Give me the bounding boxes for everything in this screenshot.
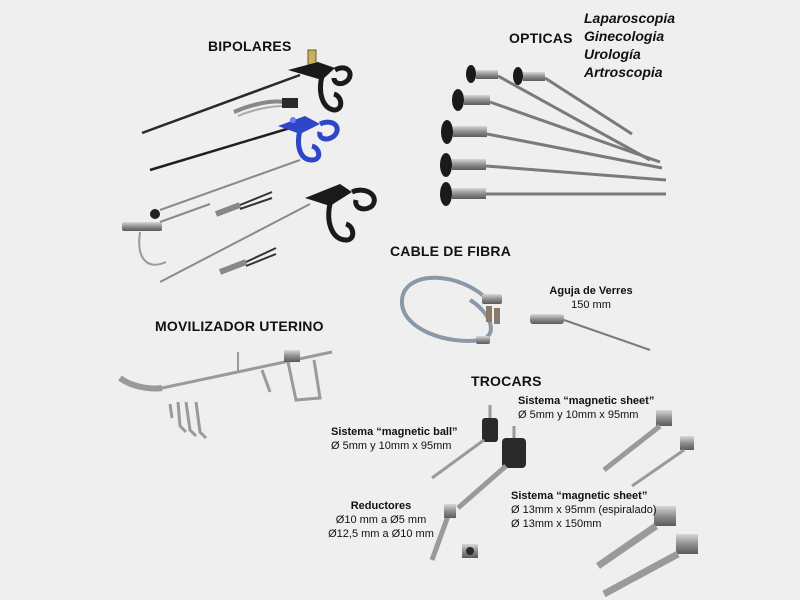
opticas-use-item: Artroscopia bbox=[584, 64, 663, 80]
trocar-magnetic-ball-5mm bbox=[431, 405, 498, 480]
bipolar-forceps-black-bottom bbox=[159, 184, 377, 283]
section-title-opticas: OPTICAS bbox=[509, 30, 573, 46]
magnetic-ball-spec: Ø 5mm y 10mm x 95mm bbox=[331, 440, 452, 452]
trocar-magnetic-sheet-13mm-long bbox=[602, 534, 698, 598]
optic-scope-4 bbox=[441, 120, 663, 170]
opticas-use-item: Ginecologia bbox=[584, 28, 665, 44]
reducer-short bbox=[462, 544, 478, 558]
aguja-label: Aguja de Verres 150 mm bbox=[543, 284, 639, 312]
magnetic-sheet-2-spec-1: Ø 13mm x 95mm (espiralado) bbox=[511, 504, 657, 516]
reductores-title: Reductores bbox=[350, 500, 412, 512]
bipolar-forceps-blue bbox=[149, 116, 340, 172]
trocar-magnetic-sheet-5mm bbox=[631, 436, 694, 488]
aguja-spec: 150 mm bbox=[571, 299, 611, 311]
magnetic-sheet-2-spec-2: Ø 13mm x 150mm bbox=[511, 518, 602, 530]
veress-needle bbox=[530, 314, 651, 351]
aguja-title: Aguja de Verres bbox=[549, 285, 633, 297]
magnetic-ball-title: Sistema “magnetic ball” bbox=[331, 426, 458, 438]
trocar-magnetic-sheet-13mm-spiral bbox=[596, 506, 676, 569]
magnetic-sheet-1-title: Sistema “magnetic sheet” bbox=[518, 395, 655, 407]
magnetic-sheet-1-label: Sistema “magnetic sheet” Ø 5mm y 10mm x … bbox=[518, 394, 654, 422]
section-title-trocars: TROCARS bbox=[471, 373, 542, 389]
section-title-bipolares: BIPOLARES bbox=[208, 38, 292, 54]
opticas-use-item: Urología bbox=[584, 46, 641, 62]
reductores-spec-2: Ø12,5 mm a Ø10 mm bbox=[328, 528, 434, 540]
section-title-movilizador: MOVILIZADOR UTERINO bbox=[155, 318, 324, 334]
reducer-long bbox=[429, 504, 456, 561]
fiber-optic-cable bbox=[399, 275, 502, 344]
trocar-magnetic-ball-10mm bbox=[456, 426, 526, 510]
optic-scope-3 bbox=[452, 89, 661, 164]
optic-scope-2 bbox=[513, 67, 633, 136]
opticas-use-item: Laparoscopia bbox=[584, 10, 676, 26]
opticas-uses-list: Laparoscopia Ginecologia Urología Artros… bbox=[584, 9, 675, 81]
reductores-spec-1: Ø10 mm a Ø5 mm bbox=[335, 514, 427, 526]
magnetic-sheet-2-title: Sistema “magnetic sheet” bbox=[511, 490, 648, 502]
optic-scope-1 bbox=[466, 65, 651, 162]
reductores-label: Reductores Ø10 mm a Ø5 mm Ø12,5 mm a Ø10… bbox=[326, 499, 436, 541]
magnetic-ball-label: Sistema “magnetic ball” Ø 5mm y 10mm x 9… bbox=[331, 425, 458, 453]
bipolar-jaw-tip-curved bbox=[233, 98, 298, 117]
magnetic-sheet-2-label: Sistema “magnetic sheet” Ø 13mm x 95mm (… bbox=[511, 489, 657, 531]
bipolar-shaft-with-loop-handle bbox=[122, 159, 301, 266]
uterine-manipulator bbox=[118, 350, 333, 402]
optic-scope-5 bbox=[440, 153, 667, 182]
bipolar-jaw-tip-straight-1 bbox=[214, 191, 273, 217]
section-title-cable-fibra: CABLE DE FIBRA bbox=[390, 243, 512, 259]
bipolar-jaw-tip-straight-2 bbox=[218, 247, 277, 275]
uterine-manipulator-tips bbox=[168, 401, 208, 440]
bipolar-forceps-black-top bbox=[141, 49, 353, 135]
magnetic-sheet-1-spec: Ø 5mm y 10mm x 95mm bbox=[518, 409, 639, 421]
trocar-magnetic-sheet-10mm bbox=[602, 410, 672, 472]
optic-scope-6 bbox=[440, 182, 666, 206]
